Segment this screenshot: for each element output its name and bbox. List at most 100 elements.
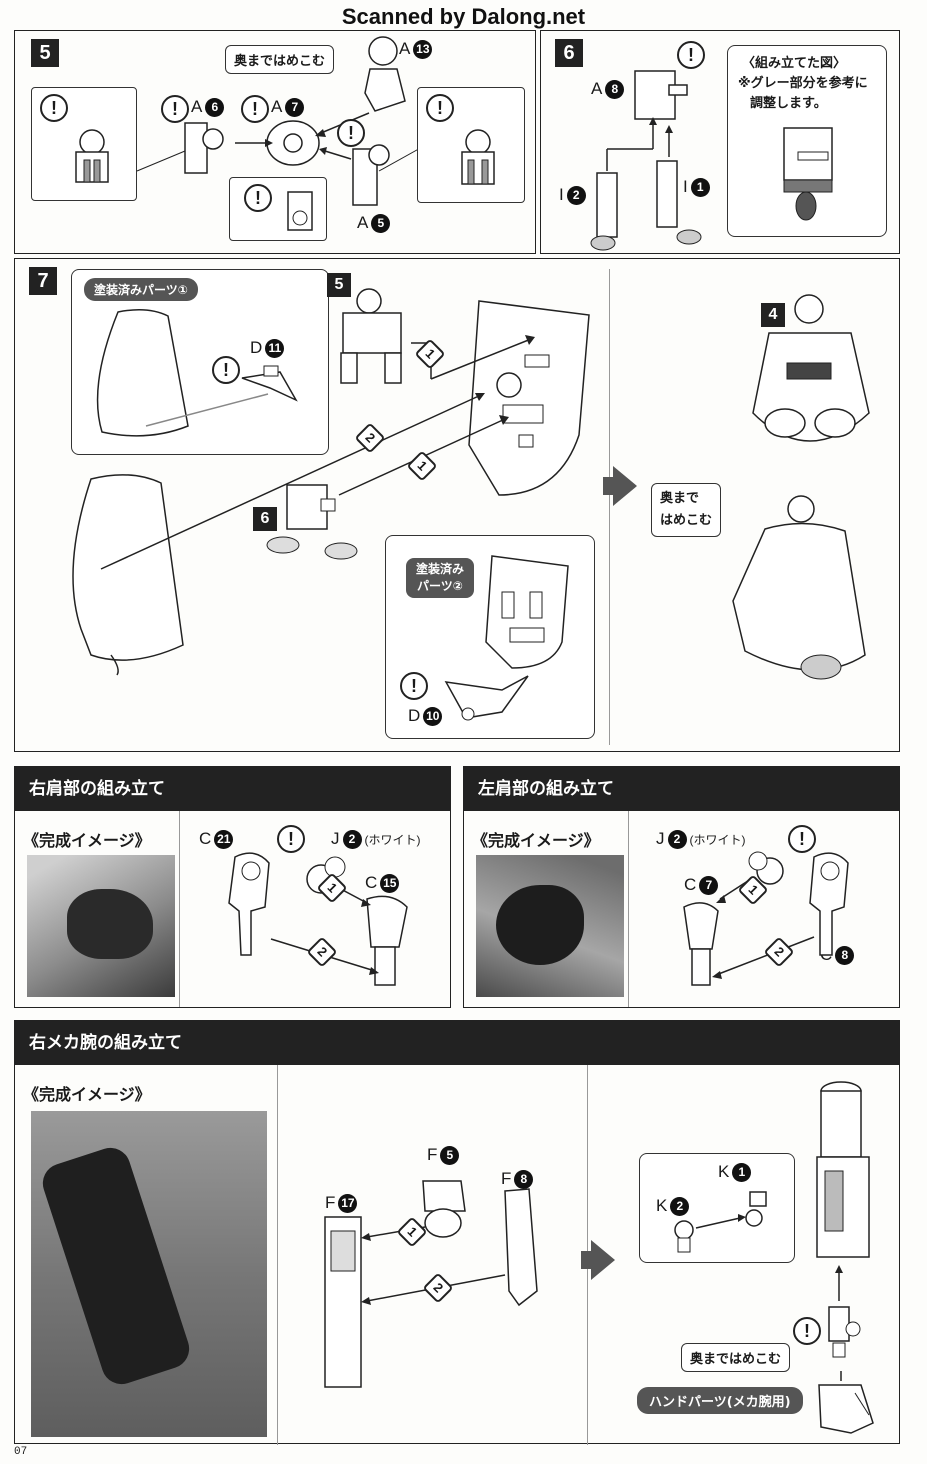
mecha-arm-shape bbox=[37, 1142, 195, 1390]
peg-assembly-illustration bbox=[266, 484, 358, 560]
caution-icon: ! bbox=[40, 94, 68, 122]
detail-box-left: ! bbox=[31, 87, 137, 201]
painted-part-badge: 塗装済みパーツ① bbox=[84, 278, 198, 301]
step7-divider bbox=[609, 269, 610, 745]
page-number: 07 bbox=[14, 1446, 28, 1458]
reference-step-6: 6 bbox=[253, 507, 277, 531]
left-shoulder-panel: 左肩部の組み立て 《完成イメージ》 J2(ホワイト) ! C7 C8 1 2 bbox=[463, 766, 900, 1008]
assembled-view-note-box: 〈組み立てた図〉 ※グレー部分を参考に 調整します。 bbox=[727, 45, 887, 237]
completion-photo bbox=[476, 855, 624, 997]
caution-icon: ! bbox=[277, 825, 305, 853]
next-arrow-icon bbox=[613, 466, 637, 506]
section-header: 右メカ腕の組み立て bbox=[15, 1021, 899, 1065]
caution-icon: ! bbox=[244, 184, 272, 212]
caution-icon: ! bbox=[212, 356, 240, 384]
step-number: 7 bbox=[29, 267, 57, 295]
clip-part-illustration bbox=[241, 365, 298, 402]
peg-part-illustration bbox=[287, 191, 313, 231]
completion-image-label: 《完成イメージ》 bbox=[472, 831, 600, 850]
hand-joint-illustration bbox=[674, 1191, 767, 1253]
hand-part-illustration bbox=[818, 1371, 874, 1434]
shoulder-armor-shape bbox=[496, 885, 584, 965]
caution-icon: ! bbox=[400, 672, 428, 700]
section-header: 右肩部の組み立て bbox=[15, 767, 450, 811]
caution-icon: ! bbox=[161, 95, 189, 123]
left-shoulder-parts-illustration bbox=[683, 851, 849, 986]
cape-part-illustration bbox=[96, 309, 269, 437]
joint-assembly-illustration bbox=[340, 288, 402, 384]
insert-fully-callout: 奥まではめこむ bbox=[681, 1343, 791, 1372]
torso-inner-illustration bbox=[485, 555, 569, 669]
section-inner-divider bbox=[628, 811, 629, 1007]
completion-photo bbox=[27, 855, 175, 997]
caution-icon: ! bbox=[788, 825, 816, 853]
completion-image-label: 《完成イメージ》 bbox=[23, 1085, 151, 1104]
caution-icon: ! bbox=[426, 94, 454, 122]
shoulder-armor-shape bbox=[67, 889, 153, 959]
assembled-view-note-line2: 調整します。 bbox=[750, 96, 827, 111]
step-number: 6 bbox=[555, 39, 583, 67]
joint-part-illustration bbox=[75, 129, 109, 183]
right-shoulder-parts-illustration bbox=[228, 852, 408, 986]
insert-fully-callout: 奥まではめこむ bbox=[225, 45, 335, 74]
completion-photo bbox=[31, 1111, 267, 1437]
upper-body-assembly-illustration bbox=[752, 294, 870, 442]
assembled-part-illustration bbox=[783, 127, 833, 221]
lower-cape-assembly-illustration bbox=[732, 495, 866, 680]
reference-step-4: 4 bbox=[761, 303, 785, 327]
insert-fully-callout: 奥まで はめこむ bbox=[651, 483, 722, 537]
painted-part-badge: 塗装済み パーツ② bbox=[406, 558, 475, 598]
step5-parts-illustration bbox=[136, 36, 434, 206]
mecha-arm-assembly-illustration bbox=[816, 1081, 870, 1358]
caution-icon: ! bbox=[793, 1317, 821, 1345]
next-arrow-stem bbox=[581, 1251, 591, 1269]
scan-watermark: Scanned by Dalong.net bbox=[341, 4, 586, 29]
caution-icon: ! bbox=[241, 95, 269, 123]
next-arrow-stem bbox=[603, 477, 613, 495]
next-arrow-icon bbox=[591, 1240, 615, 1280]
detail-box-middle: ! bbox=[229, 177, 327, 241]
reference-step-5: 5 bbox=[327, 273, 351, 297]
cape-large-illustration bbox=[72, 474, 184, 676]
hand-parts-badge: ハンドパーツ(メカ腕用) bbox=[637, 1387, 803, 1414]
mecha-arm-parts-illustration bbox=[324, 1180, 538, 1388]
assembled-view-title: 〈組み立てた図〉 bbox=[742, 56, 847, 71]
completion-image-label: 《完成イメージ》 bbox=[23, 831, 151, 850]
caution-icon: ! bbox=[677, 41, 705, 69]
step6-parts-illustration bbox=[590, 70, 702, 251]
section-inner-divider bbox=[277, 1065, 278, 1445]
step-number: 5 bbox=[31, 39, 59, 67]
clip-part-illustration bbox=[444, 675, 529, 721]
section-inner-divider bbox=[179, 811, 180, 1007]
caution-icon: ! bbox=[337, 119, 365, 147]
joint-part-illustration bbox=[461, 129, 495, 185]
torso-back-illustration bbox=[468, 300, 590, 496]
section-header: 左肩部の組み立て bbox=[464, 767, 899, 811]
